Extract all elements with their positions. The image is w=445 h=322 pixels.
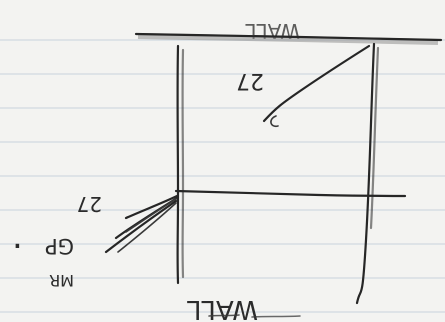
gp-label: GP	[45, 234, 74, 258]
diagonal-measure-line	[262, 44, 371, 123]
mr-label: MR	[49, 271, 74, 290]
upper-measure-label: 27	[236, 68, 264, 93]
left-ray-4	[125, 198, 177, 233]
lower-measure-label: 27	[77, 192, 102, 216]
left-ray-3	[104, 199, 178, 254]
bottom-stroke-2	[251, 315, 301, 318]
right-vertical-shadow-line	[369, 46, 380, 230]
dot-mark: .	[12, 217, 23, 257]
top-wall-line	[134, 32, 443, 42]
top-wall-shadow	[137, 33, 439, 45]
left-ray-5	[117, 202, 177, 253]
horizontal-grid-line	[174, 189, 407, 198]
left-ray-1	[124, 194, 179, 220]
right-vertical-line	[355, 42, 376, 305]
diagonal-end-hook	[270, 115, 279, 128]
bottom-stroke-1	[208, 314, 240, 317]
wall-label-bottom: WALL	[186, 294, 258, 322]
